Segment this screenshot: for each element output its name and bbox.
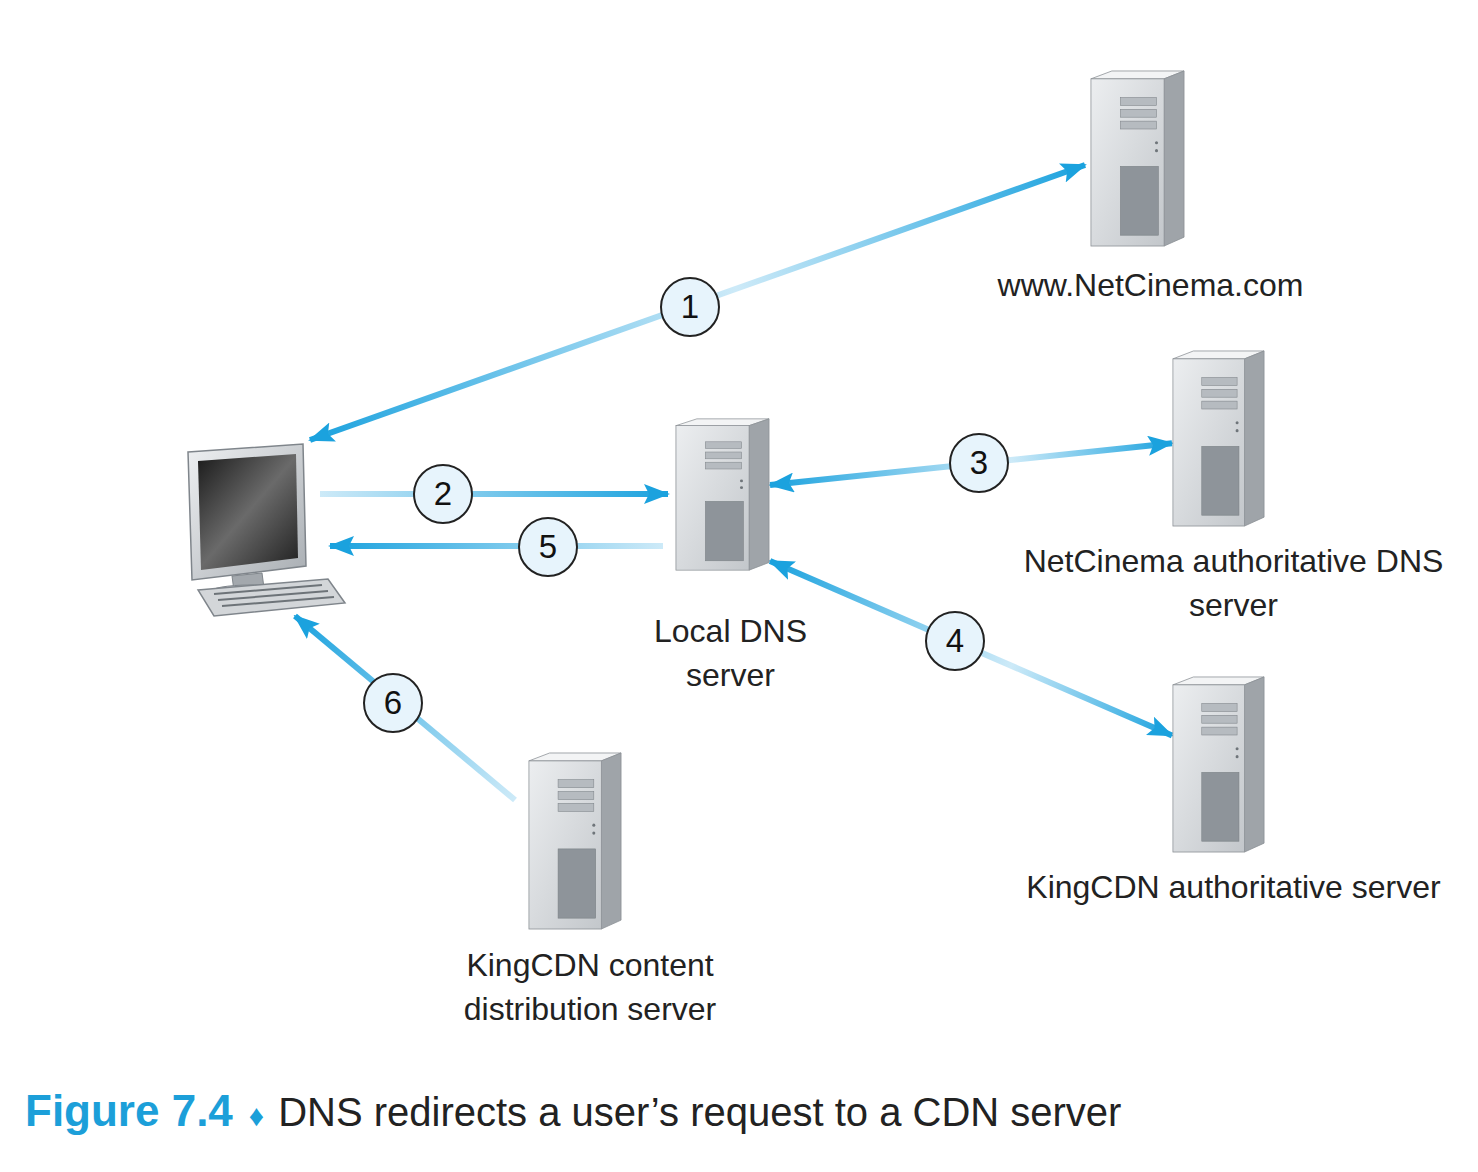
server-front — [1091, 79, 1164, 246]
server-icon — [1172, 350, 1265, 527]
callout-number: 2 — [413, 464, 473, 524]
arrow-6 — [295, 616, 515, 800]
drive-bay — [1120, 109, 1156, 117]
server-icon — [528, 752, 622, 930]
server-front — [1173, 359, 1245, 526]
server-side — [1164, 71, 1184, 246]
monitor-bezel — [188, 444, 306, 580]
drive-bay — [1202, 401, 1237, 409]
server-label: NetCinema authoritative DNS server — [1009, 539, 1459, 627]
server-side — [601, 753, 621, 929]
server-icon — [1172, 676, 1265, 853]
keyboard-keys — [214, 585, 334, 606]
status-light — [740, 480, 743, 483]
computer-illustration — [188, 444, 345, 616]
arrow-2 — [320, 491, 668, 497]
drive-bay — [1202, 378, 1237, 386]
server-label: KingCDN authoritative server — [1024, 865, 1444, 909]
status-light — [592, 824, 595, 827]
drive-bay — [705, 442, 741, 449]
server-label: www.NetCinema.com — [941, 263, 1361, 307]
status-light — [740, 486, 743, 489]
server-front — [529, 761, 601, 929]
server-panel — [1202, 446, 1239, 515]
server-node: KingCDN content distribution server — [528, 752, 622, 930]
server-label: Local DNS server — [631, 609, 831, 697]
drive-bay — [705, 462, 741, 469]
status-light — [1236, 755, 1239, 758]
status-light — [1236, 429, 1239, 432]
server-node: NetCinema authoritative DNS server — [1172, 350, 1265, 527]
server-label: KingCDN content distribution server — [410, 943, 770, 1031]
figure-caption: Figure 7.4 ♦ DNS redirects a user’s reques… — [25, 1086, 1121, 1136]
caption-separator: ♦ — [249, 1099, 264, 1133]
server-side — [1245, 351, 1265, 526]
drive-bay — [1120, 121, 1156, 129]
server-node: Local DNS server — [675, 418, 770, 571]
drive-bay — [558, 780, 594, 788]
drive-bay — [1202, 704, 1237, 712]
drive-bay — [558, 792, 594, 800]
server-node: www.NetCinema.com — [1090, 70, 1185, 247]
arrow-5 — [330, 543, 663, 549]
status-light — [1236, 421, 1239, 424]
callout-number: 4 — [925, 611, 985, 671]
status-light — [592, 832, 595, 835]
callout-number: 6 — [363, 673, 423, 733]
server-side — [749, 419, 769, 570]
status-light — [1236, 747, 1239, 750]
monitor-screen — [198, 454, 298, 570]
server-panel — [558, 849, 596, 918]
keyboard — [198, 579, 345, 616]
arrow-1 — [310, 165, 1085, 440]
arrows — [295, 165, 1085, 800]
server-icon — [675, 418, 770, 571]
server-panel — [1202, 772, 1239, 841]
figure-number: Figure 7.4 — [25, 1086, 233, 1136]
drive-bay — [1120, 98, 1156, 106]
callout-number: 5 — [518, 517, 578, 577]
server-panel — [705, 501, 743, 561]
drive-bay — [1202, 715, 1237, 723]
drive-bay — [1202, 727, 1237, 735]
callout-number: 1 — [660, 277, 720, 337]
server-icon — [1090, 70, 1185, 247]
drive-bay — [1202, 389, 1237, 397]
server-front — [1173, 685, 1245, 852]
dns-arrow — [770, 561, 1172, 735]
server-node: KingCDN authoritative server — [1172, 676, 1265, 853]
drive-bay — [705, 452, 741, 459]
server-front — [676, 426, 749, 571]
caption-text: DNS redirects a user’s request to a CDN … — [278, 1090, 1121, 1135]
drive-bay — [558, 803, 594, 811]
server-side — [1245, 677, 1265, 852]
status-light — [1155, 141, 1158, 144]
callout-number: 3 — [949, 433, 1009, 493]
status-light — [1155, 149, 1158, 152]
server-panel — [1120, 166, 1158, 235]
